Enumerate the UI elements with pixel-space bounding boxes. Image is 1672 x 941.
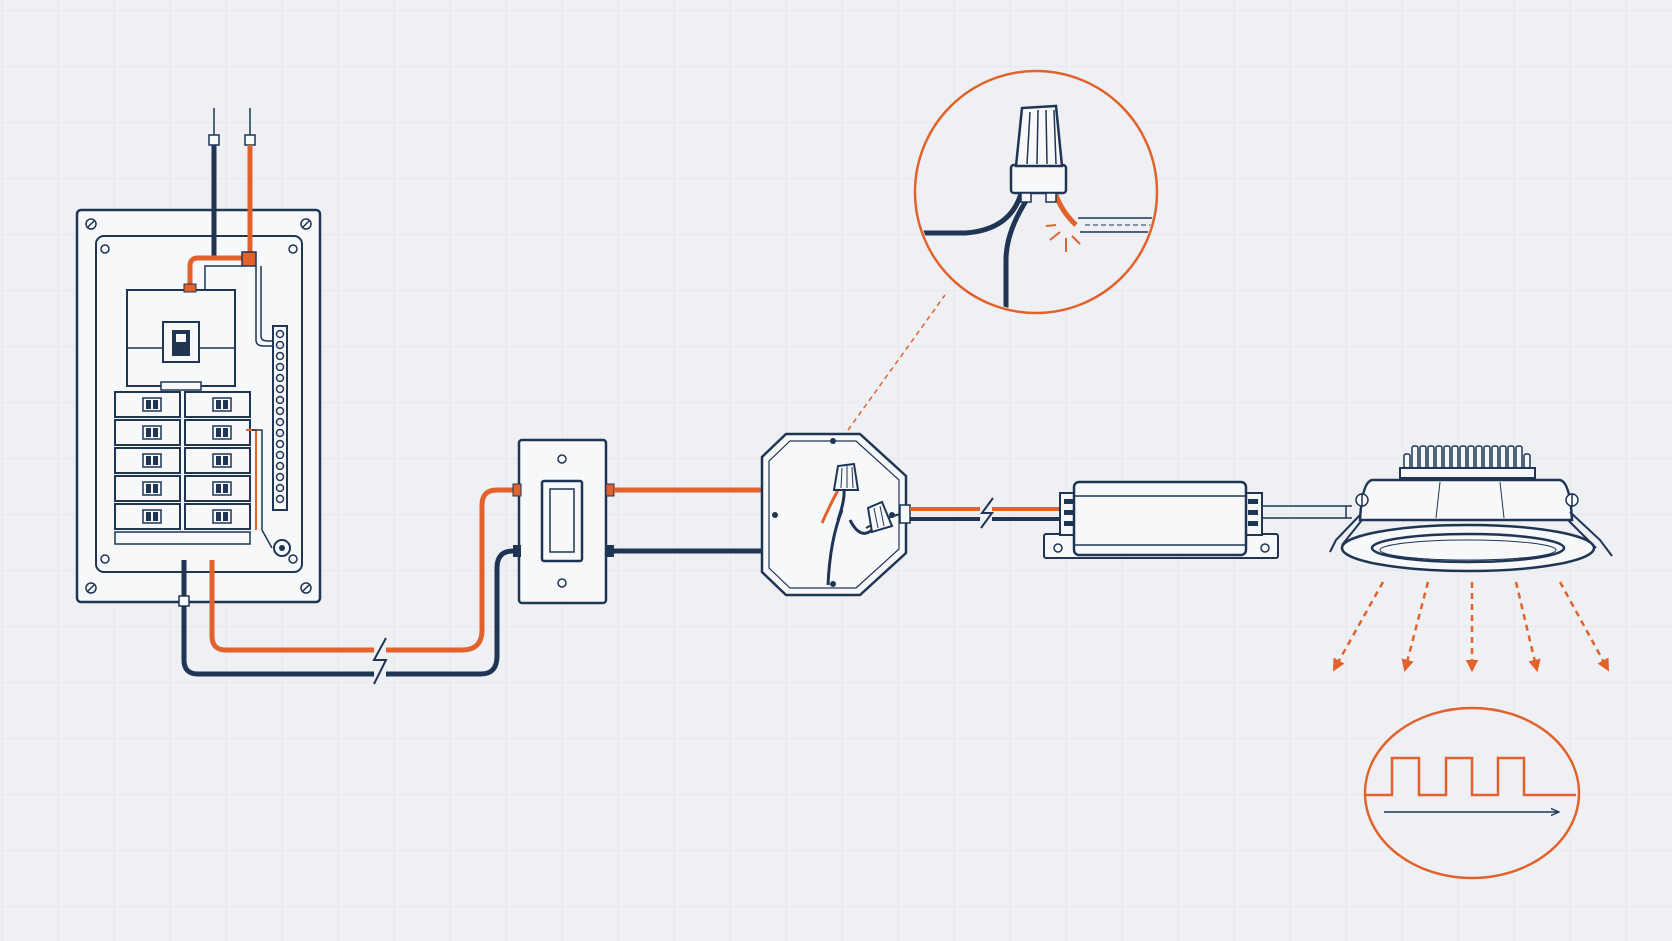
light-ray <box>1401 581 1430 673</box>
light-ray <box>1514 581 1541 673</box>
wire-nut-1 <box>832 462 860 491</box>
wire-break-symbol-2 <box>980 497 994 529</box>
wall-switch <box>512 438 615 605</box>
bus-screw <box>275 395 285 405</box>
spring-clip-right <box>1567 511 1613 557</box>
heat-sink-fin <box>1419 445 1427 469</box>
heat-sink-fin <box>1435 445 1443 469</box>
bus-screw <box>275 483 285 493</box>
breaker <box>184 447 251 474</box>
breaker <box>114 475 181 502</box>
junction-box <box>760 432 911 597</box>
bus-bar-screws <box>275 329 285 504</box>
wire-nut-2 <box>866 500 894 534</box>
breaker <box>114 391 181 418</box>
breaker <box>184 391 251 418</box>
heat-sink-fin <box>1499 445 1507 469</box>
heat-sink-fin <box>1443 445 1451 469</box>
wire-break-symbol-1 <box>372 637 388 685</box>
breaker <box>184 503 251 530</box>
bus-screw <box>275 362 285 372</box>
heat-sink-fin <box>1475 445 1483 469</box>
bus-screw <box>275 450 285 460</box>
zoom-wire-nut <box>1009 104 1068 203</box>
heat-sink-fin <box>1411 445 1419 469</box>
panel-screws <box>85 218 312 594</box>
heat-sink-fin <box>1507 445 1515 469</box>
led-driver <box>1043 480 1279 559</box>
branch-hot-wire <box>209 487 519 653</box>
heat-sink-fin <box>1459 445 1467 469</box>
driver-output-wire <box>1262 505 1352 519</box>
bus-screw <box>275 384 285 394</box>
bus-screw <box>275 417 285 427</box>
light-ray <box>1332 581 1385 672</box>
bus-screw <box>275 439 285 449</box>
breaker <box>114 419 181 446</box>
bus-screw <box>275 406 285 416</box>
branch-neutral-wire <box>181 548 519 677</box>
bus-screw <box>275 461 285 471</box>
bus-screw <box>275 351 285 361</box>
zoom-callout <box>913 69 1159 315</box>
panel-hot-feed <box>187 145 253 290</box>
heat-sink-fin <box>1467 445 1475 469</box>
heat-sink-fin <box>1515 445 1523 469</box>
square-wave <box>1366 756 1576 797</box>
light-ray <box>1558 581 1610 672</box>
heat-sink-fin <box>1491 445 1499 469</box>
branch-breakers <box>114 391 251 545</box>
breaker <box>184 419 251 446</box>
zoom-leader-line <box>847 294 946 431</box>
heat-sink-fin <box>1483 445 1491 469</box>
breaker <box>184 475 251 502</box>
spring-clip-left <box>1329 514 1363 553</box>
recessed-downlight <box>1329 445 1613 573</box>
bus-screw <box>275 494 285 504</box>
bus-screw <box>275 373 285 383</box>
heat-sink-fin <box>1427 445 1435 469</box>
bus-screw <box>275 329 285 339</box>
breaker <box>114 447 181 474</box>
heat-sink-fin <box>1403 453 1411 469</box>
spark-icon <box>1045 224 1081 252</box>
heat-sink-fin <box>1523 453 1531 469</box>
waveform-callout <box>1363 706 1581 880</box>
bus-screw <box>275 472 285 482</box>
breaker <box>114 503 181 530</box>
breaker-panel <box>75 108 322 607</box>
light-rays <box>1332 581 1610 673</box>
bus-screw <box>275 340 285 350</box>
bus-screw <box>275 428 285 438</box>
heat-sink-fin <box>1451 445 1459 469</box>
